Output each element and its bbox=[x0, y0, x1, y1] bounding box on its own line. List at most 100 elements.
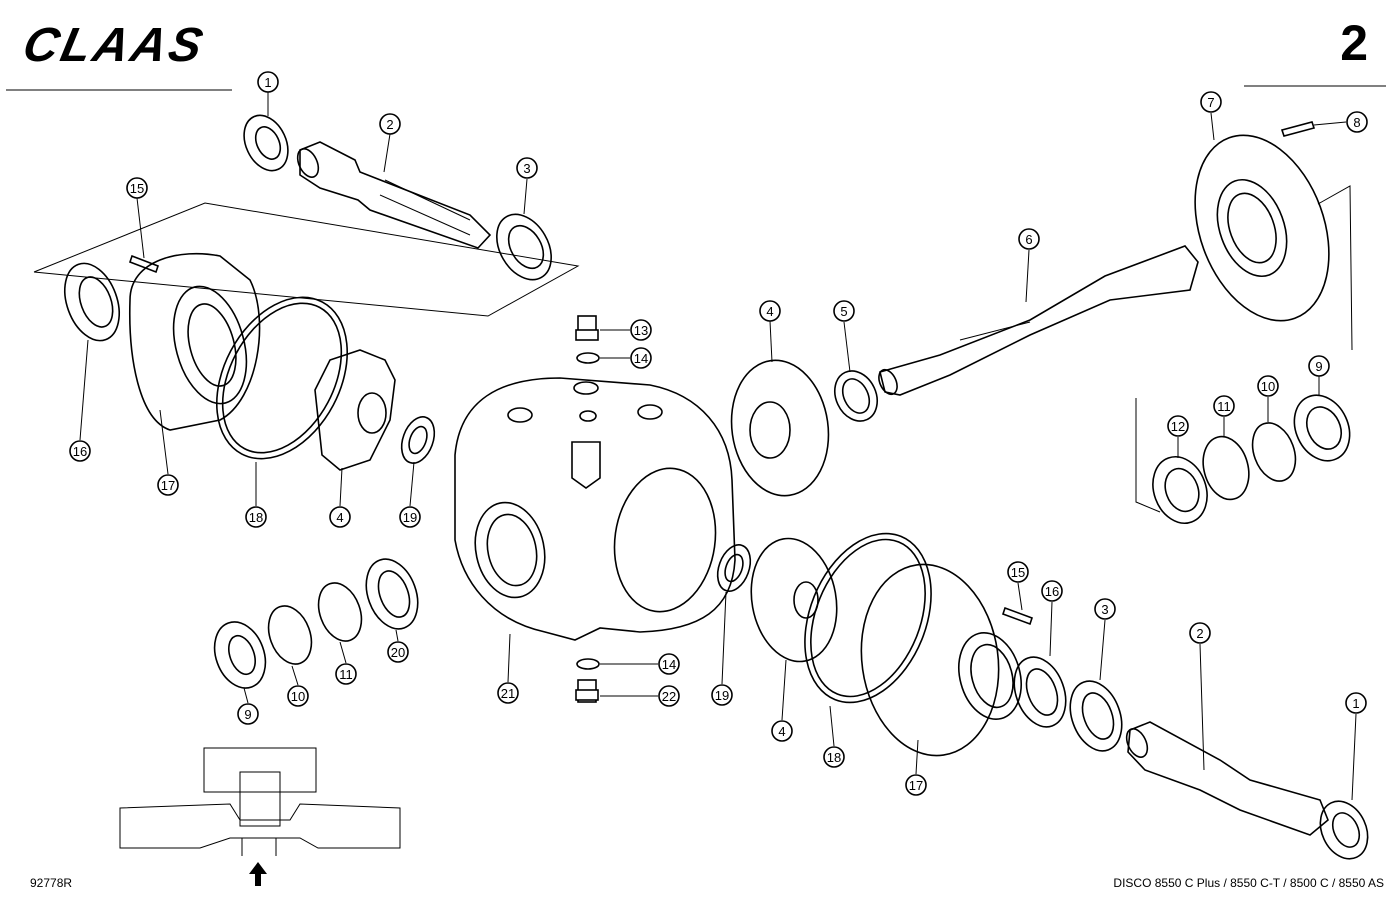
callout-14-bottom: 14 bbox=[658, 653, 680, 675]
svg-text:17: 17 bbox=[161, 478, 175, 493]
svg-text:19: 19 bbox=[715, 688, 729, 703]
callout-17-left: 17 bbox=[157, 474, 179, 496]
svg-text:11: 11 bbox=[1217, 399, 1231, 414]
svg-text:10: 10 bbox=[291, 689, 305, 704]
svg-text:2: 2 bbox=[1196, 626, 1203, 641]
svg-text:5: 5 bbox=[840, 304, 847, 319]
callout-10-left: 10 bbox=[287, 685, 309, 707]
bearing-part-20 bbox=[365, 558, 419, 630]
svg-text:11: 11 bbox=[339, 667, 353, 682]
gasket-part-18-left bbox=[215, 296, 349, 460]
model-list: DISCO 8550 C Plus / 8550 C-T / 8500 C / … bbox=[1113, 876, 1384, 890]
shim-ring-part-11-right bbox=[1202, 435, 1250, 501]
circlip-part-10-left bbox=[267, 605, 313, 665]
gearbox-housing-part-21 bbox=[454, 377, 736, 641]
bevel-gear-part-4-upper-right bbox=[730, 359, 830, 497]
svg-text:13: 13 bbox=[634, 323, 648, 338]
seal-ring-part-19-right bbox=[716, 544, 752, 592]
callout-13: 13 bbox=[630, 319, 652, 341]
callout-16-right: 16 bbox=[1041, 580, 1063, 602]
bevel-gear-part-4-lower bbox=[750, 537, 838, 663]
locator-inset bbox=[119, 747, 401, 856]
callout-15-right: 15 bbox=[1007, 561, 1029, 583]
svg-text:17: 17 bbox=[909, 778, 923, 793]
callout-4-upper-right: 4 bbox=[759, 300, 781, 322]
group-outline-right-a bbox=[1317, 185, 1353, 351]
bevel-gear-part-4-left bbox=[314, 349, 396, 471]
washer-part-14-bottom bbox=[576, 658, 600, 670]
input-shaft-part-2-top bbox=[296, 141, 492, 249]
svg-text:19: 19 bbox=[403, 510, 417, 525]
callout-21: 21 bbox=[497, 682, 519, 704]
bearing-housing-part-17-left bbox=[128, 252, 261, 431]
callout-14-top: 14 bbox=[630, 347, 652, 369]
page-number: 2 bbox=[1340, 15, 1368, 71]
callout-18-right: 18 bbox=[823, 746, 845, 768]
bearing-part-3-right bbox=[1069, 680, 1123, 752]
callout-20: 20 bbox=[387, 641, 409, 663]
seal-ring-part-1-top bbox=[243, 114, 289, 172]
seal-ring-part-9-right bbox=[1293, 394, 1351, 462]
input-shaft-part-2-right bbox=[1125, 721, 1329, 836]
callout-9-right: 9 bbox=[1308, 355, 1330, 377]
bolt-part-8 bbox=[1280, 121, 1316, 137]
svg-text:18: 18 bbox=[249, 510, 263, 525]
callout-7: 7 bbox=[1200, 91, 1222, 113]
svg-text:8: 8 bbox=[1353, 115, 1360, 130]
callout-11-right: 11 bbox=[1213, 395, 1235, 417]
svg-text:14: 14 bbox=[634, 351, 648, 366]
seal-ring-part-1-right bbox=[1319, 800, 1369, 860]
svg-text:22: 22 bbox=[662, 689, 676, 704]
svg-text:9: 9 bbox=[1315, 359, 1322, 374]
callout-5: 5 bbox=[833, 300, 855, 322]
svg-text:4: 4 bbox=[336, 510, 343, 525]
plug-part-22 bbox=[575, 679, 599, 703]
svg-text:3: 3 bbox=[1101, 602, 1108, 617]
bearing-part-12 bbox=[1152, 456, 1208, 524]
callout-1-top: 1 bbox=[257, 71, 279, 93]
group-outline-top-left bbox=[33, 202, 580, 317]
bearing-part-16-right bbox=[1013, 656, 1067, 728]
output-shaft-part-6 bbox=[878, 245, 1199, 396]
svg-text:12: 12 bbox=[1171, 419, 1185, 434]
svg-text:9: 9 bbox=[244, 707, 251, 722]
svg-text:14: 14 bbox=[662, 657, 676, 672]
bearing-housing-part-17-right bbox=[860, 563, 1022, 757]
circlip-part-10-right bbox=[1251, 422, 1297, 482]
callout-11-left: 11 bbox=[335, 663, 357, 685]
callout-8: 8 bbox=[1346, 111, 1368, 133]
bearing-cup-part-5 bbox=[834, 370, 878, 422]
callout-2-top: 2 bbox=[379, 113, 401, 135]
callout-4-left: 4 bbox=[329, 506, 351, 528]
bearing-part-16-left bbox=[64, 262, 120, 342]
svg-text:15: 15 bbox=[1011, 565, 1025, 580]
callout-1-right: 1 bbox=[1345, 692, 1367, 714]
svg-text:20: 20 bbox=[391, 645, 405, 660]
callout-22: 22 bbox=[658, 685, 680, 707]
svg-text:1: 1 bbox=[264, 75, 271, 90]
drawing-number: 92778R bbox=[30, 876, 73, 890]
svg-text:21: 21 bbox=[501, 686, 515, 701]
svg-text:4: 4 bbox=[766, 304, 773, 319]
svg-text:2: 2 bbox=[386, 117, 393, 132]
svg-text:10: 10 bbox=[1261, 379, 1275, 394]
callouts: 1 2 3 15 16 17 18 4 19 13 14 4 5 6 7 8 9… bbox=[69, 71, 1368, 796]
seal-ring-part-19-left bbox=[400, 416, 436, 464]
callout-16-left: 16 bbox=[69, 440, 91, 462]
callout-19-right: 19 bbox=[711, 684, 733, 706]
callout-19-left: 19 bbox=[399, 506, 421, 528]
callout-15-left: 15 bbox=[126, 177, 148, 199]
callout-12: 12 bbox=[1167, 415, 1189, 437]
callout-3-right: 3 bbox=[1094, 598, 1116, 620]
gasket-part-18-right bbox=[804, 532, 932, 704]
callout-6: 6 bbox=[1018, 228, 1040, 250]
callout-18-left: 18 bbox=[245, 506, 267, 528]
washer-part-14-top bbox=[576, 352, 600, 364]
group-outline-right-b bbox=[1135, 398, 1161, 513]
svg-text:18: 18 bbox=[827, 750, 841, 765]
svg-text:16: 16 bbox=[73, 444, 87, 459]
locator-arrow-icon bbox=[249, 862, 267, 886]
plug-part-13 bbox=[575, 315, 599, 341]
